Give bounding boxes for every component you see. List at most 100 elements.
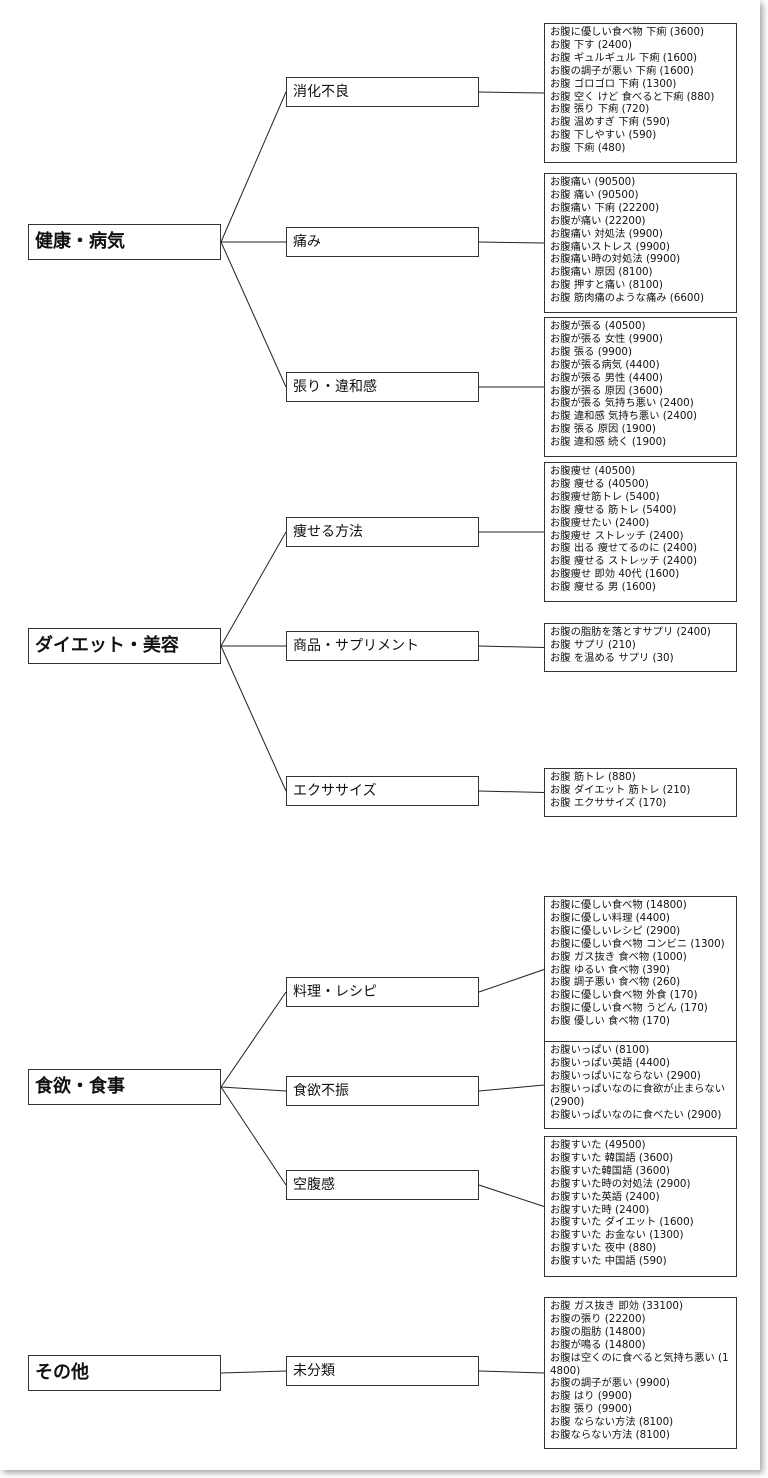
keyword-item: お腹の脂肪を落とすサプリ (2400) xyxy=(550,626,711,638)
keyword-item: お腹 下痢 (480) xyxy=(550,142,626,155)
keyword-list-box: お腹 ガス抜き 即効 (33100)お腹の張り (22200)お腹の脂肪 (14… xyxy=(544,1297,737,1449)
keyword-item: お腹に優しい食べ物 コンビニ (1300) xyxy=(550,937,725,950)
keyword-item: お腹 ならない方法 (8100) xyxy=(550,1416,674,1429)
subcategory-to-keywords-line xyxy=(478,1184,545,1207)
keyword-item: お腹 エクササイズ (170) xyxy=(550,796,667,809)
subcategory-to-keywords-line xyxy=(478,91,545,94)
keyword-item: お腹 押すと痛い (8100) xyxy=(550,279,663,292)
keyword-item: お腹 痛い (90500) xyxy=(550,188,639,201)
keyword-item: お腹 張り (9900) xyxy=(550,1403,632,1416)
category-node: 食欲・食事 xyxy=(28,1069,221,1105)
keyword-item: お腹 張る 原因 (1900) xyxy=(550,423,656,436)
subcategory-node: 張り・違和感 xyxy=(286,372,479,402)
keyword-item: お腹いっぱいなのに食欲が止まらない (2900) xyxy=(550,1082,726,1108)
keyword-item: お腹すいた (49500) xyxy=(550,1139,646,1151)
keyword-list-box: お腹に優しい食べ物 下痢 (3600)お腹 下す (2400)お腹 ギュルギュル… xyxy=(544,23,737,163)
keyword-item: お腹に優しい食べ物 (14800) xyxy=(550,899,687,911)
keyword-item: お腹 痩せる ストレッチ (2400) xyxy=(550,555,698,568)
keyword-item: お腹痛い 対処法 (9900) xyxy=(550,227,663,240)
subcategory-to-keywords-line xyxy=(478,1084,545,1092)
keyword-item: お腹痛い (90500) xyxy=(550,176,636,188)
keyword-item: お腹いっぱい (8100) xyxy=(550,1044,650,1056)
keyword-item: お腹の脂肪 (14800) xyxy=(550,1325,646,1338)
keyword-item: お腹 ゴロゴロ 下痢 (1300) xyxy=(550,77,677,90)
keyword-item: お腹 調子悪い 食べ物 (260) xyxy=(550,976,681,989)
keyword-item: お腹が張る 気持ち悪い (2400) xyxy=(550,397,694,410)
keyword-item: お腹すいた お金ない (1300) xyxy=(550,1229,684,1242)
subcategory-to-keywords-line xyxy=(478,969,545,993)
keyword-item: お腹すいた ダイエット (1600) xyxy=(550,1216,694,1229)
keyword-item: お腹に優しい食べ物 外食 (170) xyxy=(550,989,698,1002)
keyword-item: お腹に優しい食べ物 うどん (170) xyxy=(550,1002,708,1015)
keyword-item: お腹が張る (40500) xyxy=(550,320,646,332)
keyword-item: お腹に優しい食べ物 下痢 (3600) xyxy=(550,26,705,38)
category-node: ダイエット・美容 xyxy=(28,628,221,664)
keyword-item: お腹 を温める サプリ (30) xyxy=(550,651,674,664)
keyword-item: お腹 筋トレ (880) xyxy=(550,771,636,783)
keyword-item: お腹 出る 痩せてるのに (2400) xyxy=(550,542,698,555)
category-to-subcategory-line xyxy=(220,991,287,1088)
keyword-item: お腹すいた時の対処法 (2900) xyxy=(550,1177,691,1190)
keyword-item: お腹 痩せる 筋トレ (5400) xyxy=(550,503,677,516)
keyword-item: お腹ならない方法 (8100) xyxy=(550,1429,670,1442)
subcategory-node: エクササイズ xyxy=(286,776,479,806)
keyword-item: お腹痩せ (40500) xyxy=(550,465,636,477)
keyword-list-box: お腹痛い (90500)お腹 痛い (90500)お腹痛い 下痢 (22200)… xyxy=(544,173,737,313)
subcategory-node: 食欲不振 xyxy=(286,1076,479,1106)
keyword-item: お腹痩せたい (2400) xyxy=(550,516,650,529)
keyword-item: お腹 ガス抜き 食べ物 (1000) xyxy=(550,950,687,963)
keyword-item: お腹痛いストレス (9900) xyxy=(550,240,670,253)
keyword-list-box: お腹 筋トレ (880)お腹 ダイエット 筋トレ (210)お腹 エクササイズ … xyxy=(544,768,737,817)
keyword-item: お腹すいた 夜中 (880) xyxy=(550,1242,657,1255)
keyword-item: お腹 優しい 食べ物 (170) xyxy=(550,1015,670,1028)
keyword-list-box: お腹が張る (40500)お腹が張る 女性 (9900)お腹 張る (9900)… xyxy=(544,317,737,457)
subcategory-to-keywords-line xyxy=(478,241,545,244)
keyword-item: お腹 ゆるい 食べ物 (390) xyxy=(550,963,670,976)
category-to-subcategory-line xyxy=(220,1086,287,1186)
keyword-list-box: お腹に優しい食べ物 (14800)お腹に優しい料理 (4400)お腹に優しいレシ… xyxy=(544,896,737,1043)
keyword-item: お腹が張る 男性 (4400) xyxy=(550,371,663,384)
category-node: その他 xyxy=(28,1355,221,1391)
subcategory-node: 空腹感 xyxy=(286,1170,479,1200)
category-to-subcategory-line xyxy=(220,1086,287,1092)
keyword-item: お腹の張り (22200) xyxy=(550,1312,646,1325)
keyword-item: お腹 ガス抜き 即効 (33100) xyxy=(550,1300,683,1312)
keyword-item: お腹いっぱいにならない (2900) xyxy=(550,1069,701,1082)
category-to-subcategory-line xyxy=(220,241,287,388)
keyword-item: お腹 張り 下痢 (720) xyxy=(550,103,650,116)
keyword-item: お腹 空く けど 食べると下痢 (880) xyxy=(550,90,715,103)
keyword-item: お腹が張る 原因 (3600) xyxy=(550,384,663,397)
subcategory-node: 消化不良 xyxy=(286,77,479,107)
keyword-list-box: お腹いっぱい (8100)お腹いっぱい英語 (4400)お腹いっぱいにならない … xyxy=(544,1041,737,1129)
keyword-item: お腹 痩せる 男 (1600) xyxy=(550,581,656,594)
keyword-list-box: お腹の脂肪を落とすサプリ (2400)お腹 サプリ (210)お腹 を温める サ… xyxy=(544,623,737,672)
keyword-item: お腹 ギュルギュル 下痢 (1600) xyxy=(550,51,698,64)
subcategory-node: 商品・サプリメント xyxy=(286,631,479,661)
subcategory-to-keywords-line xyxy=(478,645,545,648)
keyword-item: お腹すいた英語 (2400) xyxy=(550,1190,660,1203)
keyword-item: お腹が痛い (22200) xyxy=(550,214,646,227)
category-to-subcategory-line xyxy=(220,531,287,647)
category-to-subcategory-line xyxy=(220,645,287,792)
keyword-item: お腹の調子が悪い 下痢 (1600) xyxy=(550,64,694,77)
category-to-subcategory-line xyxy=(220,91,287,243)
keyword-item: お腹いっぱい英語 (4400) xyxy=(550,1056,670,1069)
keyword-item: お腹痛い時の対処法 (9900) xyxy=(550,253,681,266)
keyword-item: お腹痛い 原因 (8100) xyxy=(550,266,653,279)
subcategory-node: 痩せる方法 xyxy=(286,517,479,547)
category-node: 健康・病気 xyxy=(28,224,221,260)
keyword-list-box: お腹痩せ (40500)お腹 痩せる (40500)お腹痩せ筋トレ (5400)… xyxy=(544,462,737,602)
keyword-item: お腹が張る 女性 (9900) xyxy=(550,332,663,345)
keyword-item: お腹いっぱいなのに食べたい (2900) xyxy=(550,1108,722,1121)
keyword-item: お腹の調子が悪い (9900) xyxy=(550,1377,670,1390)
keyword-item: お腹が鳴る (14800) xyxy=(550,1338,646,1351)
keyword-item: お腹 違和感 気持ち悪い (2400) xyxy=(550,410,698,423)
subcategory-node: 痛み xyxy=(286,227,479,257)
subcategory-to-keywords-line xyxy=(478,790,545,793)
subcategory-node: 料理・レシピ xyxy=(286,977,479,1007)
keyword-item: お腹 はり (9900) xyxy=(550,1390,632,1403)
keyword-item: お腹が張る病気 (4400) xyxy=(550,358,660,371)
keyword-item: お腹 違和感 続く (1900) xyxy=(550,436,667,449)
keyword-item: お腹 温めすぎ 下痢 (590) xyxy=(550,116,670,129)
